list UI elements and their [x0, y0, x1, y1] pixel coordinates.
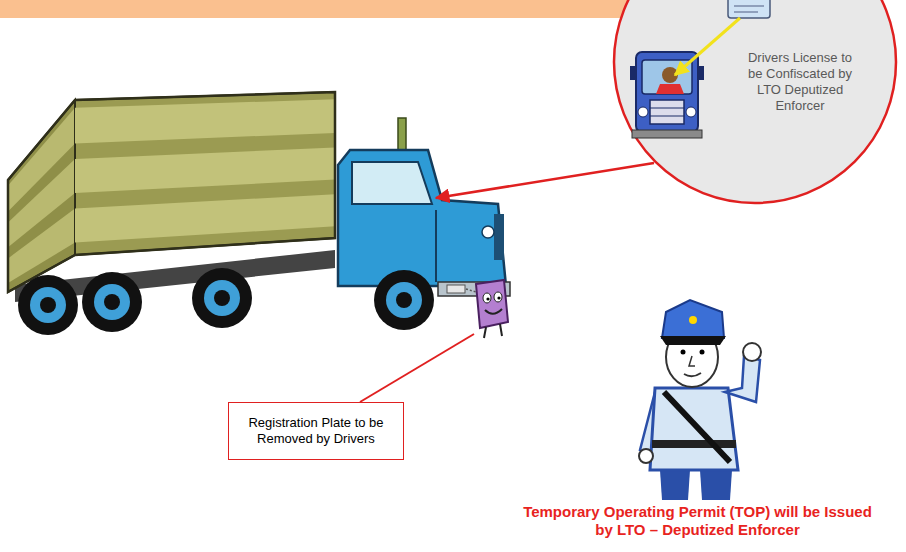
cab-window	[352, 162, 432, 204]
wheel	[94, 284, 130, 320]
cab-icon	[630, 52, 704, 138]
cab-icon	[650, 108, 684, 109]
police-officer	[660, 470, 690, 500]
police-officer	[664, 392, 730, 462]
cab-icon	[698, 66, 704, 80]
cargo-side	[75, 92, 335, 255]
plate-character	[476, 280, 508, 328]
callout-box: Registration Plate to be Removed by Driv…	[228, 402, 404, 460]
cargo-stripe	[75, 148, 335, 194]
plate-slot	[447, 285, 465, 293]
police-officer	[689, 316, 697, 324]
wheel	[192, 268, 252, 328]
wheel	[18, 275, 78, 335]
plate-character	[500, 324, 502, 336]
wheel	[396, 292, 412, 308]
node-text: Drivers License to be Confiscated by LTO…	[740, 50, 860, 114]
door-line	[435, 210, 437, 282]
cargo-outline	[8, 92, 335, 292]
wheel	[82, 272, 142, 332]
police-officer	[725, 356, 760, 402]
wheel	[192, 268, 252, 328]
plate-character	[466, 280, 508, 338]
plate-character	[497, 296, 500, 299]
police-officer	[639, 449, 653, 463]
police-officer	[662, 300, 724, 338]
callout-circle: Drivers License to be Confiscated by LTO…	[612, 0, 898, 205]
plate-character	[486, 297, 489, 300]
node-text: Registration Plate to be Removed by Driv…	[237, 415, 395, 447]
police-officer	[743, 343, 761, 361]
cab-icon	[638, 107, 648, 117]
cab-body	[338, 150, 506, 286]
cargo-stripe	[75, 194, 335, 242]
police-officer	[660, 336, 726, 345]
circle-outline	[612, 0, 898, 205]
police-officer	[689, 356, 695, 366]
wheel	[204, 280, 240, 316]
grille	[494, 214, 504, 260]
license-card-icon	[728, 0, 770, 18]
cab-icon	[656, 84, 684, 94]
callout-arrow	[436, 163, 654, 198]
note-text: Temporary Operating Permit (TOP) will be…	[515, 503, 880, 539]
police-officer	[652, 440, 736, 448]
cab-icon	[686, 107, 696, 117]
plate-character	[466, 289, 476, 292]
cargo-end	[8, 100, 75, 292]
license-card-icon	[728, 0, 770, 18]
police-officer	[639, 300, 761, 500]
cargo-stripe	[8, 209, 75, 284]
wheel	[40, 297, 56, 313]
license-card-icon	[734, 5, 764, 7]
plate-character	[494, 292, 502, 302]
police-officer	[700, 350, 705, 355]
headlight	[482, 226, 494, 238]
license-card-icon	[734, 11, 758, 13]
cab-icon	[650, 116, 684, 117]
cab-icon	[632, 130, 702, 138]
cab-icon	[650, 100, 684, 124]
leader-line	[360, 334, 474, 402]
wheel	[104, 294, 120, 310]
wheel	[214, 290, 230, 306]
police-officer	[681, 350, 686, 355]
cab-icon	[630, 66, 636, 80]
wheel	[18, 275, 78, 335]
wheel	[30, 287, 66, 323]
circle-shape	[614, 0, 896, 203]
plate-character	[484, 327, 486, 338]
cargo-stripe	[75, 99, 335, 143]
police-officer	[684, 373, 701, 376]
wheel	[374, 270, 434, 330]
truck	[8, 92, 510, 335]
wheel	[374, 270, 434, 330]
plate-character	[483, 293, 491, 303]
plate-character	[485, 309, 502, 314]
wheel	[82, 272, 142, 332]
wheel	[386, 282, 422, 318]
police-officer	[700, 470, 732, 500]
police-officer	[650, 388, 738, 470]
